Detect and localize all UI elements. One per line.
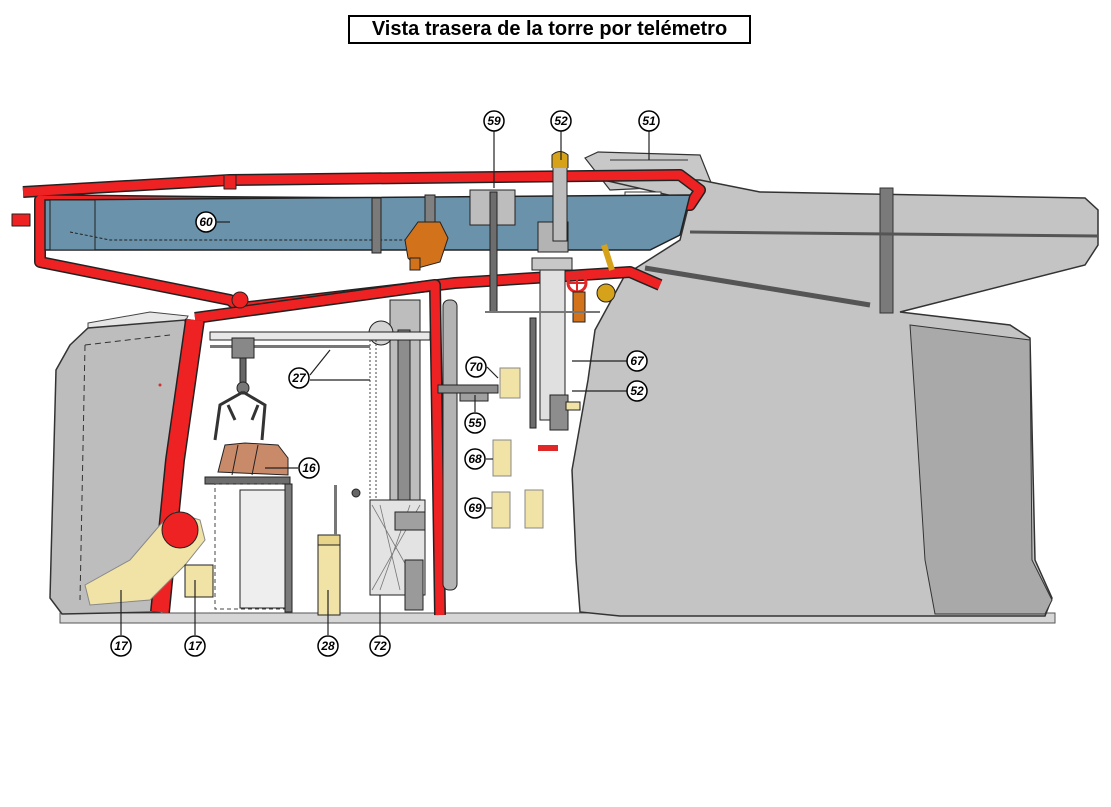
callout-27: 27	[288, 367, 310, 389]
charge-canister	[317, 485, 341, 616]
callout-16-label: 16	[302, 461, 316, 475]
callout-69-label: 69	[468, 501, 482, 515]
elevation-gear	[404, 194, 449, 271]
callout-55-label: 55	[468, 416, 482, 430]
callout-27-label: 27	[291, 371, 307, 385]
callout-51: 51	[638, 110, 660, 132]
propellant-charge	[84, 511, 214, 606]
trolley-rail	[209, 331, 431, 348]
callout-52-top: 52	[550, 110, 572, 132]
control-boxes	[491, 367, 544, 529]
leader-lines	[120, 130, 650, 635]
callout-70: 70	[465, 356, 487, 378]
callout-17-left-label: 17	[114, 639, 129, 653]
callout-55: 55	[464, 412, 486, 434]
callout-72: 72	[369, 635, 391, 657]
callout-59: 59	[483, 110, 505, 132]
callout-72-label: 72	[373, 639, 387, 653]
callout-52-side: 52	[626, 380, 648, 402]
callout-28: 28	[317, 635, 339, 657]
callout-17-right-label: 17	[188, 639, 203, 653]
shell-hoist-tongs	[213, 337, 267, 441]
callout-70-label: 70	[469, 360, 483, 374]
diagram-title: Vista trasera de la torre por telémetro	[348, 15, 751, 44]
callout-51-label: 51	[642, 114, 656, 128]
callout-67: 67	[626, 350, 648, 372]
callout-60: 60	[195, 211, 217, 233]
callout-28-label: 28	[320, 639, 335, 653]
callout-59-label: 59	[487, 114, 501, 128]
projectile	[204, 442, 293, 613]
turret-floor	[59, 612, 1056, 624]
callout-68-label: 68	[468, 452, 482, 466]
callout-60-label: 60	[199, 215, 213, 229]
gun-barrel	[44, 189, 691, 313]
sight-mechanism	[485, 151, 616, 451]
callout-68: 68	[464, 448, 486, 470]
right-side-armor	[571, 151, 1099, 617]
callout-52-top-label: 52	[554, 114, 568, 128]
callout-16: 16	[298, 457, 320, 479]
callout-69: 69	[464, 497, 486, 519]
callout-67-label: 67	[630, 354, 645, 368]
callout-17-right: 17	[184, 635, 206, 657]
callout-17-left: 17	[110, 635, 132, 657]
callout-52-side-label: 52	[630, 384, 644, 398]
